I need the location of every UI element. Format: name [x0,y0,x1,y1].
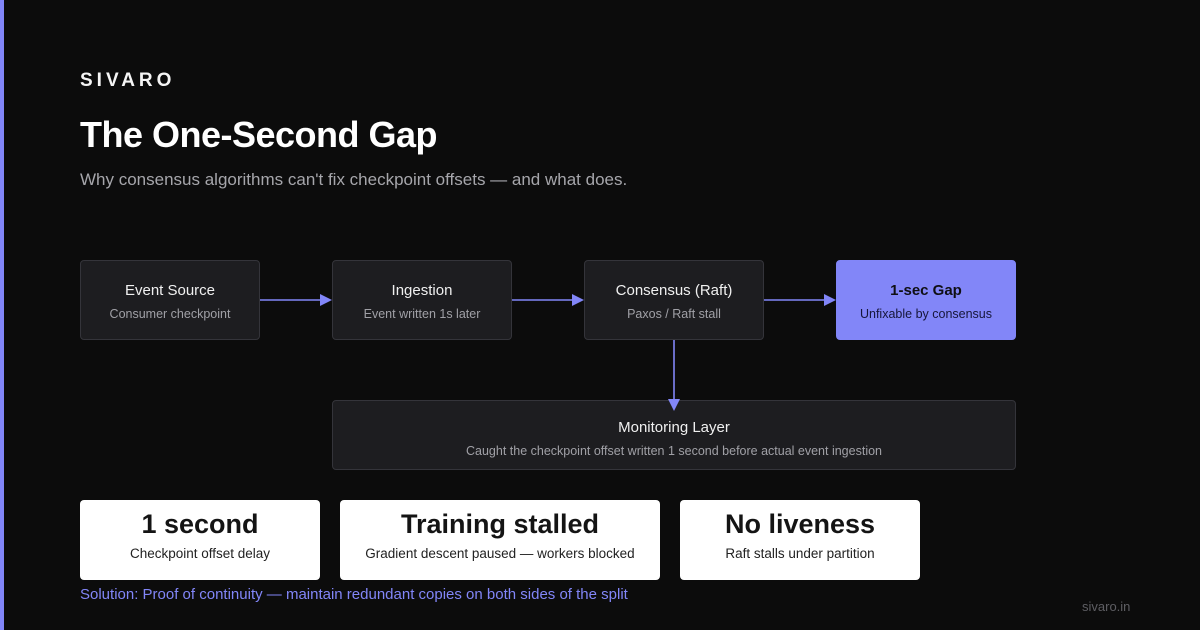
stat-caption: Gradient descent paused — workers blocke… [365,546,635,561]
stat-caption: Checkpoint offset delay [129,546,271,561]
solution-text: Solution: Proof of continuity — maintain… [80,586,628,603]
stat-card-training: Training stalled Gradient descent paused… [340,500,660,580]
node-desc: Caught the checkpoint offset written 1 s… [465,444,882,458]
stat-card-liveness: No liveness Raft stalls under partition [680,500,920,580]
stat-caption: Raft stalls under partition [725,546,875,561]
node-name: Consensus (Raft) [615,282,733,299]
footer-url: sivaro.in [1082,599,1131,614]
node-consensus: Consensus (Raft) Paxos / Raft stall [584,260,764,340]
node-name: Monitoring Layer [618,419,730,436]
arrowhead-gap [824,294,836,306]
stat-card-delay: 1 second Checkpoint offset delay [80,500,320,580]
node-desc: Consumer checkpoint [109,307,231,321]
page-title: The One-Second Gap [80,114,438,155]
stat-value: No liveness [724,509,876,539]
arrowhead-consensus [572,294,584,306]
brand-logo-text: SIVARO [80,70,176,91]
node-desc: Unfixable by consensus [859,307,993,321]
node-name: Event Source [124,282,216,299]
stat-value: 1 second [141,509,259,539]
accent-bar [0,0,4,630]
node-event-source: Event Source Consumer checkpoint [80,260,260,340]
node-ingestion: Ingestion Event written 1s later [332,260,512,340]
node-monitoring-layer: Monitoring Layer Caught the checkpoint o… [332,400,1016,470]
node-one-sec-gap: 1-sec Gap Unfixable by consensus [836,260,1016,340]
page-subtitle: Why consensus algorithms can't fix check… [80,170,628,189]
node-name: 1-sec Gap [890,282,962,299]
node-desc: Event written 1s later [363,307,481,321]
node-name: Ingestion [391,282,453,299]
arrowhead-ingestion [320,294,332,306]
stat-value: Training stalled [400,509,600,539]
node-desc: Paxos / Raft stall [627,307,721,321]
